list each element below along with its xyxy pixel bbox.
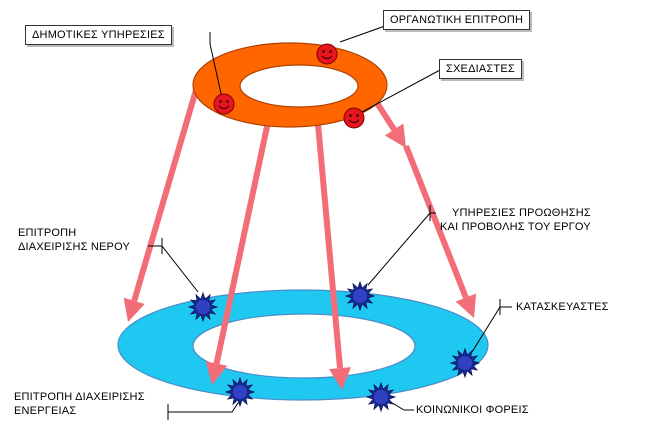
social-bodies-label: ΚΟΙΝΩΝΙΚΟΙ ΦΟΡΕΙΣ [416,404,529,416]
faces [213,43,365,129]
promotion-services-star-icon [344,280,376,312]
arrow-to-builders [403,144,477,318]
top-ring [192,42,388,128]
promotion-services-line-1: ΥΠΗΡΕΣΙΕΣ ΠΡΟΩΘΗΣΗΣ [452,207,591,219]
leader-energy [168,399,241,413]
energy-committee-star-icon [224,376,256,408]
stars [187,280,481,413]
energy-committee-label: ΕΠΙΤΡΟΠΗ ΔΙΑΧΕΙΡΙΣΗΣ ΕΝΕΡΓΕΙΑΣ [14,390,145,418]
organizing-committee-label: ΟΡΓΑΝΩΤΙΚΗ ΕΠΙΤΡΟΠΗ [383,10,531,30]
arrow-to-social-bodies-head [329,367,351,390]
top-ring-shape [192,42,388,128]
water-committee-label: ΕΠΙΤΡΟΠΗ ΔΙΑΧΕΙΡΙΣΗΣ ΝΕΡΟΥ [18,226,130,254]
arrow-to-water-committee [123,89,199,322]
leader-promotion [367,212,436,286]
arrows [123,89,477,390]
arrow-to-energy-committee-shaft [213,121,271,365]
promotion-services-label: ΥΠΗΡΕΣΙΕΣ ΠΡΟΩΘΗΣΗΣ ΚΑΙ ΠΡΟΒΟΛΗΣ ΤΟΥ ΕΡΓ… [440,206,591,234]
arrow-to-water-committee-shaft [131,89,199,302]
promotion-services-line-2: ΚΑΙ ΠΡΟΒΟΛΗΣ ΤΟΥ ΕΡΓΟΥ [440,221,591,233]
arrow-to-designers-side-head [384,123,406,148]
arrow-to-social-bodies-shaft [315,123,344,369]
arrow-to-energy-committee [205,121,271,385]
water-committee-line-2: ΔΙΑΧΕΙΡΙΣΗΣ ΝΕΡΟΥ [18,241,131,253]
organizing-committee-face-icon [316,43,338,65]
energy-committee-line-2: ΕΝΕΡΓΕΙΑΣ [14,405,77,417]
energy-committee-line-1: ΕΠΙΤΡΟΠΗ ΔΙΑΧΕΙΡΙΣΗΣ [14,391,145,403]
arrow-to-builders-head [455,293,477,318]
water-committee-star-icon [187,291,219,323]
designers-label: ΣΧΕΔΙΑΣΤΕΣ [439,59,522,79]
municipal-services-face-icon [213,93,235,115]
builders-star-icon [449,347,481,379]
leader-designers [361,69,441,113]
arrow-to-water-committee-head [123,297,145,322]
bottom-ring-shape [117,289,489,401]
leader-organizing [339,25,386,43]
water-committee-line-1: ΕΠΙΤΡΟΠΗ [18,227,77,239]
leader-water [148,245,199,293]
leader-municipal [209,32,223,99]
arrow-to-builders-shaft [403,144,469,299]
bottom-ring [117,289,489,401]
arrow-to-energy-committee-head [205,361,228,385]
municipal-services-label: ΔΗΜΟΤΙΚΕΣ ΥΠΗΡΕΣΙΕΣ [25,25,172,45]
social-bodies-star-icon [365,381,397,413]
designers-face-icon [343,107,365,129]
builders-label: ΚΑΤΑΣΚΕΥΑΣΤΕΣ [516,301,609,313]
arrow-to-social-bodies [315,123,351,390]
